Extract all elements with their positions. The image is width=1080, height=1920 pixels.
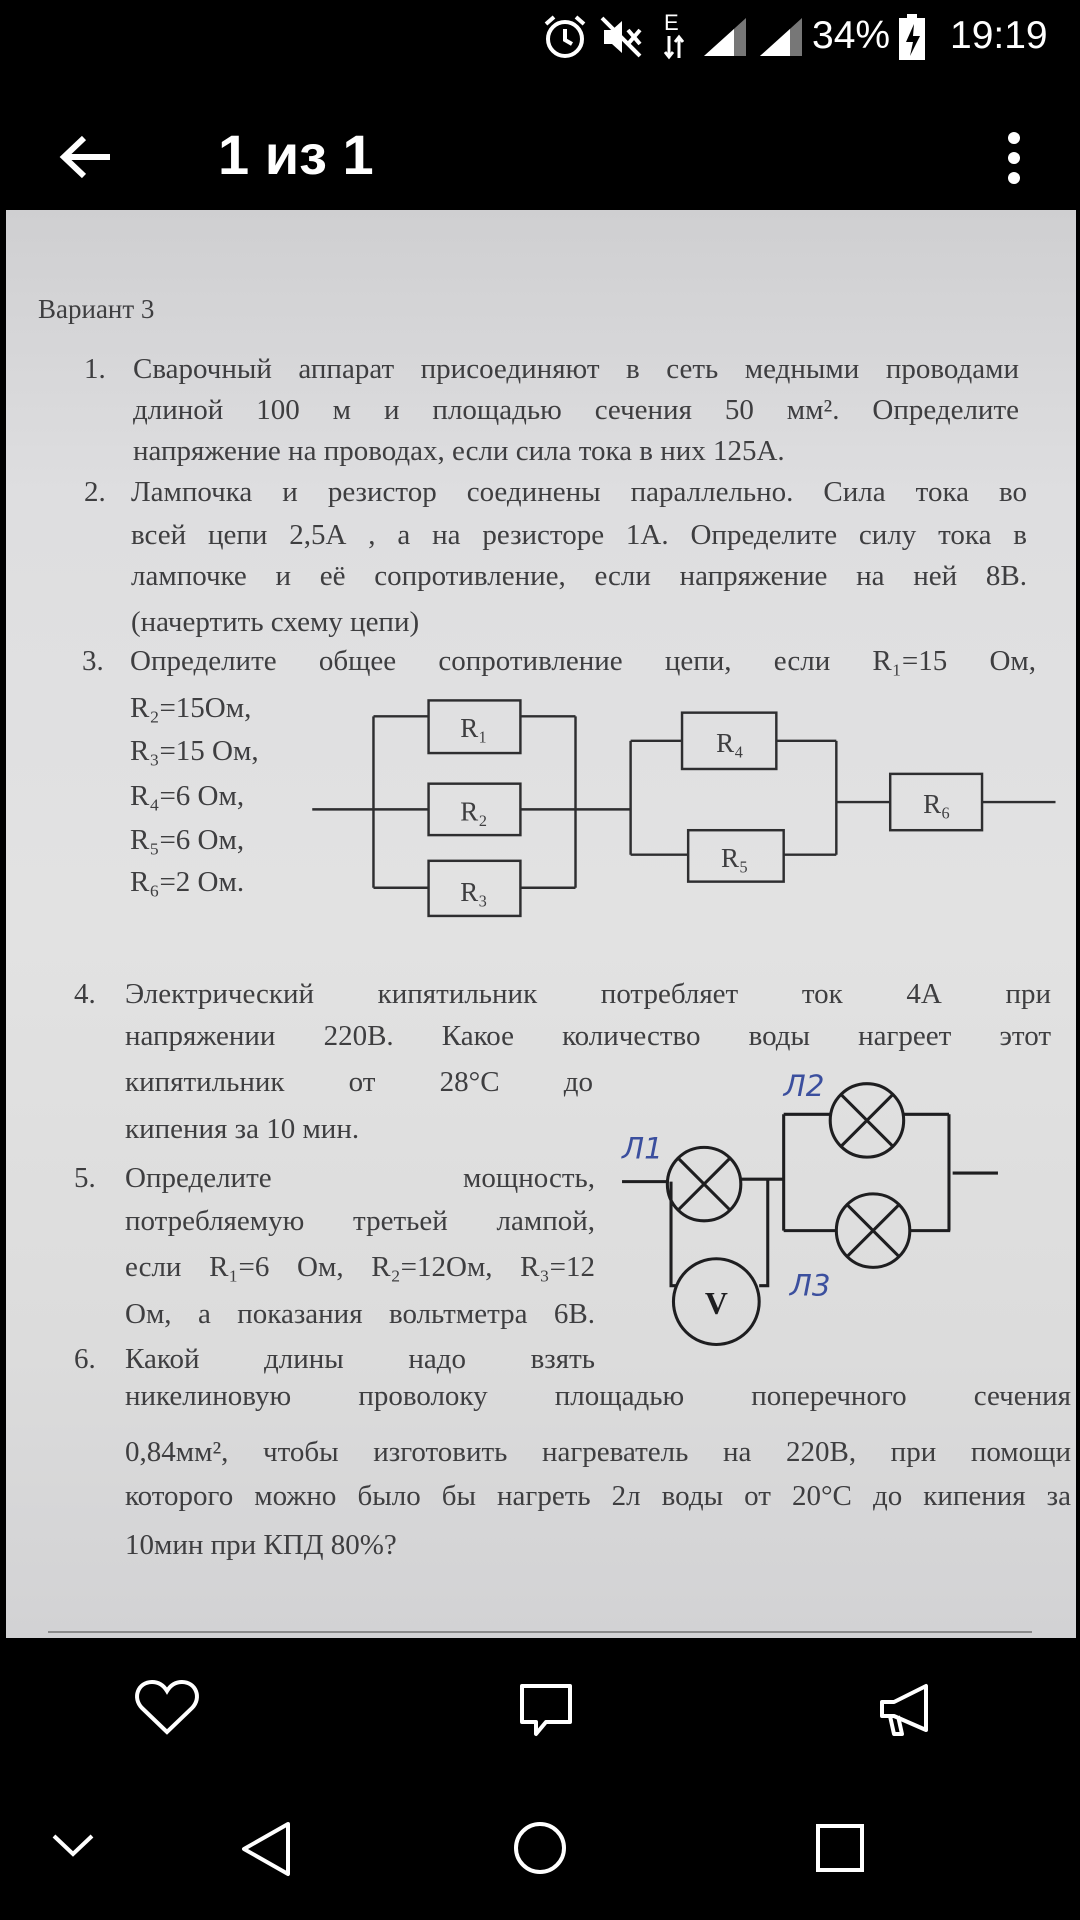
circuit-3-diagram [312, 699, 1056, 918]
share-megaphone-icon[interactable] [876, 1680, 936, 1740]
resistor-r2 [427, 782, 522, 837]
resistor-r5 [686, 828, 785, 883]
item-5-line: если R₁=6 Ом, R₂=12Ом, R₃=12 [125, 1251, 595, 1283]
nav-home-icon[interactable] [512, 1820, 568, 1876]
item-3-line: R₃=15 Ом, [130, 735, 259, 767]
lamp-l1 [665, 1145, 743, 1223]
more-options-icon[interactable] [1000, 130, 1028, 190]
hide-keyboard-chevron-icon[interactable] [50, 1830, 96, 1860]
label-r5: R₅ [721, 843, 748, 873]
variant-heading: Вариант 3 [38, 294, 155, 324]
item-number: 2. [84, 476, 106, 508]
item-number: 3. [82, 645, 104, 677]
item-2-line: (начертить схему цепи) [131, 606, 420, 638]
voltmeter [671, 1257, 761, 1347]
like-heart-icon[interactable] [134, 1678, 200, 1736]
label-r6: R₆ [923, 789, 950, 819]
item-3-line: R₅=6 Ом, [130, 824, 245, 856]
item-number: 4. [74, 978, 96, 1010]
signal-icon-1 [704, 18, 746, 56]
item-3-line: R₆=2 Ом. [130, 866, 245, 898]
item-3-line: R₂=15Ом, [130, 692, 252, 724]
resistor-r6 [888, 772, 984, 832]
label-r2: R₂ [460, 796, 487, 826]
photo-image[interactable] [6, 210, 1076, 1638]
item-6-line: никелиновую проволоку площадью поперечно… [125, 1380, 1071, 1412]
item-2-line: Лампочка и резистор соединены параллельн… [131, 476, 1027, 508]
lamp-l2 [828, 1082, 906, 1159]
item-6-line: 0,84мм², чтобы изготовить нагреватель на… [125, 1436, 1071, 1468]
lamp-label-l1: Л1 [621, 1131, 663, 1165]
document-page: Вариант 3 1. Сварочный аппарат присоедин… [38, 294, 1071, 1561]
nav-back-icon[interactable] [238, 1820, 294, 1878]
resistor-r3 [427, 859, 522, 918]
item-5-line: Ом, а показания вольтметра 6В. [125, 1298, 595, 1330]
item-number: 6. [74, 1343, 96, 1375]
lamp-label-l3: Л3 [789, 1269, 831, 1303]
item-6-line: 10мин при КПД 80%? [125, 1529, 397, 1561]
signal-icon-2 [760, 18, 802, 56]
item-6-line: Какой длины надо взять [125, 1343, 595, 1375]
item-number: 5. [74, 1162, 96, 1194]
network-type: E [664, 10, 679, 35]
item-4-line: Электрический кипятильник потребляет ток… [125, 978, 1051, 1010]
back-arrow-icon[interactable] [58, 134, 114, 180]
alarm-icon [544, 15, 586, 58]
clock: 19:19 [950, 14, 1048, 57]
label-r1: R₁ [460, 713, 487, 743]
item-4-line: напряжении 220В. Какое количество воды н… [125, 1020, 1051, 1052]
lamp-label-l2: Л2 [783, 1069, 825, 1103]
lamp-l3 [834, 1192, 912, 1269]
battery-percent: 34% [812, 14, 891, 57]
battery-icon [899, 14, 925, 60]
nav-recents-icon[interactable] [814, 1822, 866, 1874]
item-1-line: длиной 100 м и площадью сечения 50 мм². … [133, 394, 1019, 426]
page-counter-title: 1 из 1 [218, 123, 374, 186]
item-2-line: лампочке и её сопротивление, если напряж… [131, 560, 1027, 592]
label-r4: R₄ [716, 728, 743, 758]
label-r3: R₃ [460, 877, 487, 907]
item-4-line: кипятильник от 28°С до [125, 1066, 593, 1098]
item-1-line: Сварочный аппарат присоединяют в сеть ме… [133, 353, 1019, 385]
item-5-line: потребляемую третьей лампой, [125, 1205, 595, 1237]
item-6-line: которого можно было бы нагреть 2л воды о… [125, 1480, 1071, 1512]
item-2-line: всей цепи 2,5А , а на резисторе 1А. Опре… [131, 519, 1027, 551]
item-3-line: R₄=6 Ом, [130, 780, 245, 812]
comment-icon[interactable] [516, 1680, 576, 1740]
voltmeter-label: V [705, 1286, 728, 1321]
resistor-r4 [680, 711, 778, 771]
item-number: 1. [84, 353, 106, 385]
resistor-r1 [427, 699, 522, 755]
item-3-line: Определите общее сопротивление цепи, есл… [130, 645, 1036, 677]
data-arrows-icon [664, 34, 684, 60]
item-1-line: напряжение на проводах, если сила тока в… [133, 435, 785, 467]
item-4-line: кипения за 10 мин. [125, 1113, 360, 1145]
item-5-line: Определите мощность, [125, 1162, 595, 1194]
divider [48, 1631, 1032, 1633]
circuit-5-diagram [622, 1082, 998, 1347]
mute-icon [600, 16, 642, 58]
